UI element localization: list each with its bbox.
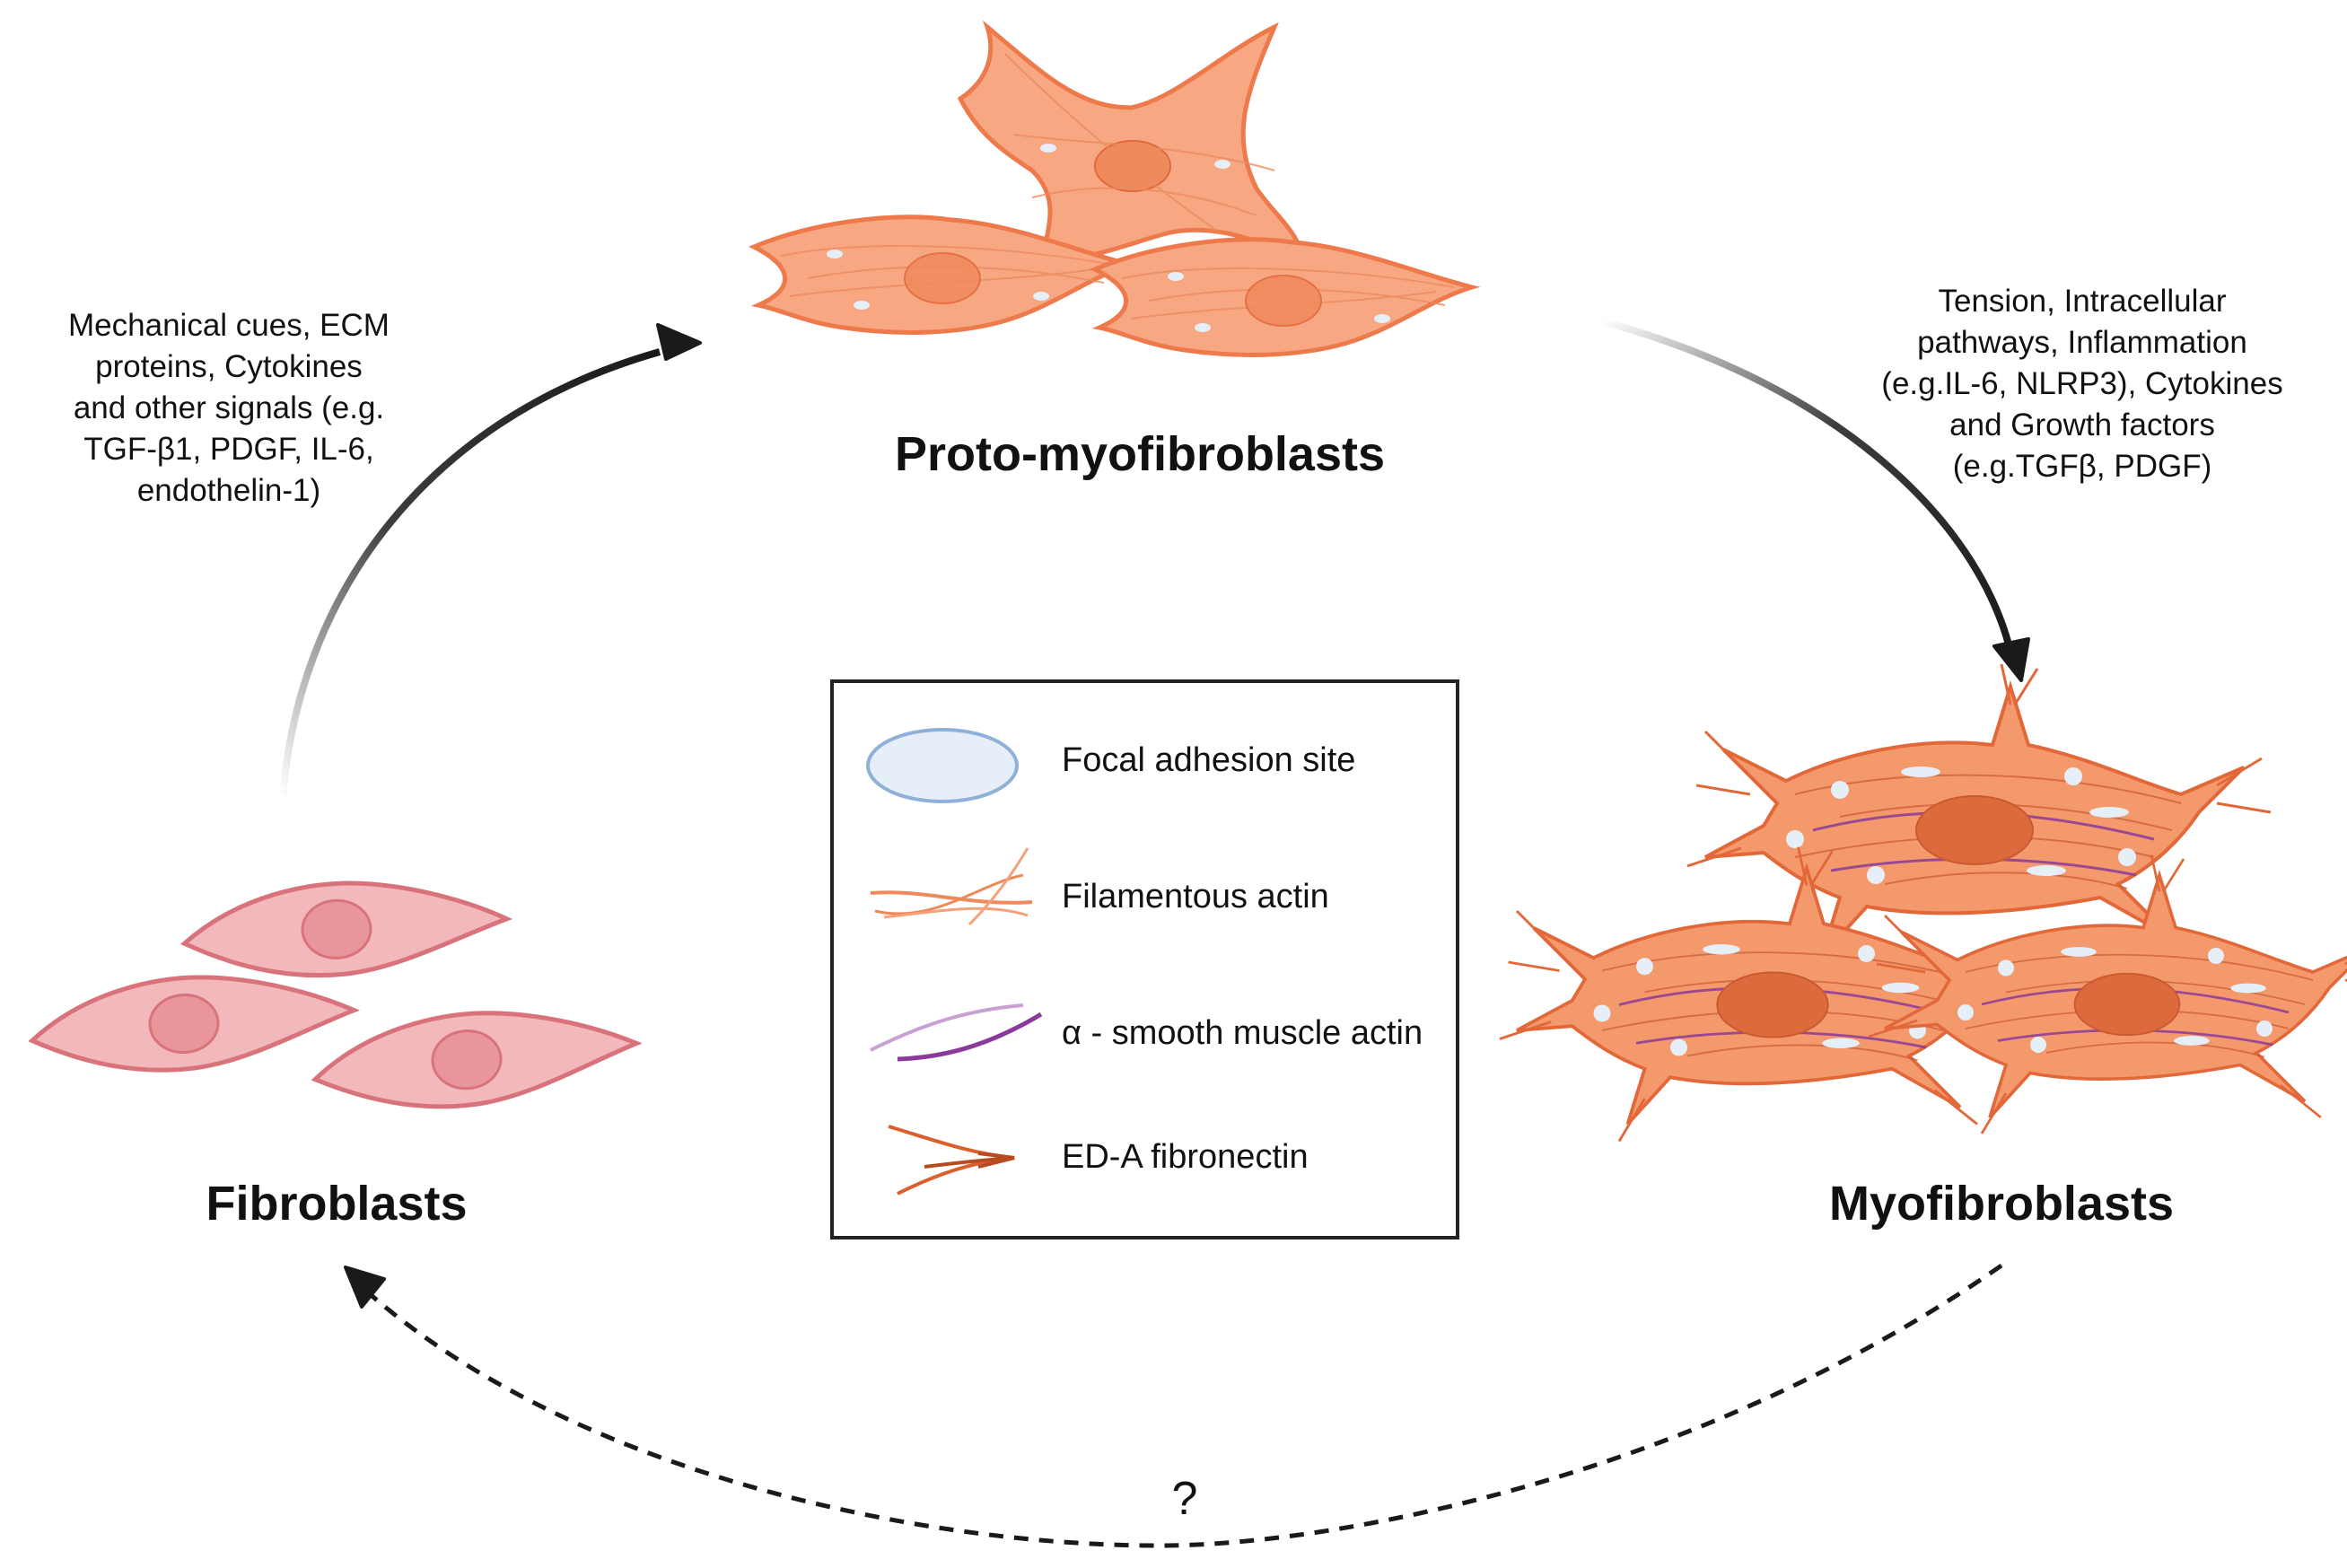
signals-left-line: proteins, Cytokines (95, 349, 363, 384)
legend-label-filamentous-actin: Filamentous actin (1062, 878, 1329, 915)
stage-title-myo: Myofibroblasts (1828, 1177, 2175, 1231)
proto-cell (1095, 240, 1472, 355)
fibroblast-cell (30, 969, 357, 1077)
smooth-muscle-actin-icon (870, 1003, 1043, 1062)
signals-left-line: endothelin-1) (136, 473, 321, 508)
arrow-fibroblast-to-proto (279, 348, 661, 800)
signals-left-line: TGF-β1, PDGF, IL-6, (83, 432, 374, 467)
signals-right-line: and Growth factors (1949, 407, 2215, 442)
arrow-fibroblast-to-proto-head (656, 323, 702, 361)
proto-myofibroblast-cells (754, 20, 1472, 355)
filamentous-actin-icon (870, 847, 1033, 926)
legend-label-smooth-muscle-actin: α - smooth muscle actin (1062, 1014, 1423, 1052)
stage-title-fibroblasts: Fibroblasts (206, 1177, 468, 1231)
focal-adhesion-icon (866, 728, 1019, 803)
arrow-myo-to-fibroblast-head (344, 1266, 386, 1309)
reverse-question-mark: ? (1171, 1473, 1198, 1525)
signals-left-line: Mechanical cues, ECM (68, 308, 390, 343)
fibroblast-cells (30, 878, 641, 1116)
fibroblast-cell (311, 1003, 640, 1117)
signals-left: Mechanical cues, ECM proteins, Cytokines… (36, 305, 422, 512)
fibronectin-icon (888, 1125, 1015, 1196)
stage-title-proto: Proto-myofibroblasts (894, 427, 1386, 481)
legend-icons (866, 728, 1043, 1196)
signals-right: Tension, Intracellular pathways, Inflamm… (1849, 281, 2316, 487)
signals-right-line: (e.g.IL-6, NLRP3), Cytokines (1881, 366, 2283, 401)
arrow-proto-to-myo-head (1992, 637, 2030, 682)
myofibroblast-cells (1498, 662, 2347, 1143)
fibroblast-cell (182, 878, 508, 980)
signals-right-line: pathways, Inflammation (1917, 325, 2247, 360)
legend (830, 679, 1459, 1240)
legend-label-focal-adhesion: Focal adhesion site (1062, 741, 1356, 779)
proto-nucleus (1094, 140, 1171, 192)
legend-label-fibronectin: ED-A fibronectin (1062, 1138, 1309, 1176)
signals-left-line: and other signals (e.g. (73, 390, 385, 425)
signals-right-line: Tension, Intracellular (1938, 284, 2227, 319)
arrow-proto-to-myo (1600, 318, 2012, 646)
signals-right-line: (e.g.TGFβ, PDGF) (1952, 449, 2212, 484)
arrow-myo-to-fibroblast-dashed (366, 1263, 2003, 1548)
